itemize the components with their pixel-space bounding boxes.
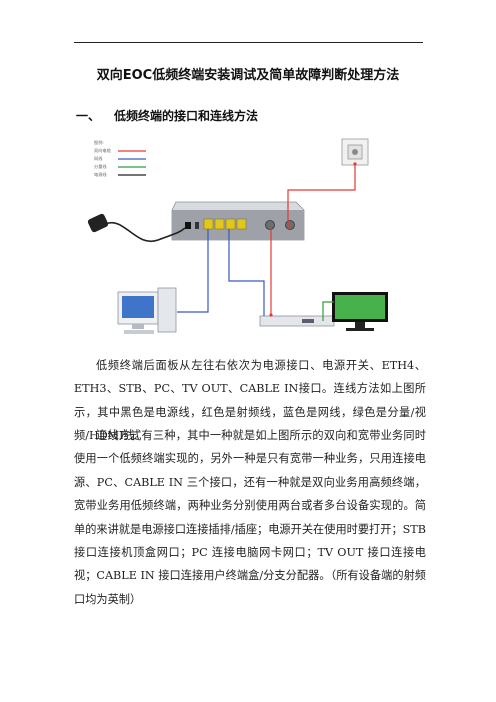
legend-label-2: 网线: [94, 155, 103, 162]
header-rule: [74, 42, 423, 43]
eoc-terminal-icon: [171, 201, 305, 241]
section-heading: 一、低频终端的接口和连线方法: [76, 107, 258, 124]
wall-outlet-icon: [341, 138, 369, 166]
pc-network-line: [177, 229, 209, 313]
connection-diagram: 图例: 双向电缆 网线 分量线 电源线: [87, 138, 388, 334]
rf-end-dot: [269, 313, 273, 317]
tv-icon: [332, 292, 388, 331]
section-heading-text: 低频终端的接口和连线方法: [114, 109, 259, 123]
legend-label-0: 图例:: [94, 139, 104, 146]
legend: 图例: 双向电缆 网线 分量线 电源线: [94, 139, 146, 178]
pc-icon: [117, 287, 177, 334]
stb-network-line: [228, 229, 265, 316]
power-adapter-icon: [87, 213, 186, 243]
paragraph-connection-methods: 连线方式有三种，其中一种就是如上图所示的双向和宽带业务同时使用一个低频终端实现的…: [74, 429, 426, 606]
document-title: 双向EOC低频终端安装调试及简单故障判断处理方法: [96, 68, 400, 83]
outlet-end-dot: [353, 162, 357, 166]
section-number: 一、: [76, 109, 101, 123]
paragraph-ports: 低频终端后面板从左往右依次为电源接口、电源开关、ETH4、ETH3、STB、PC…: [74, 359, 426, 443]
cable-in-rf-line: [287, 164, 356, 229]
legend-label-3: 分量线: [94, 163, 107, 170]
video-line: [322, 301, 334, 321]
legend-label-4: 电源线: [94, 171, 107, 178]
legend-label-1: 双向电缆: [94, 147, 112, 154]
